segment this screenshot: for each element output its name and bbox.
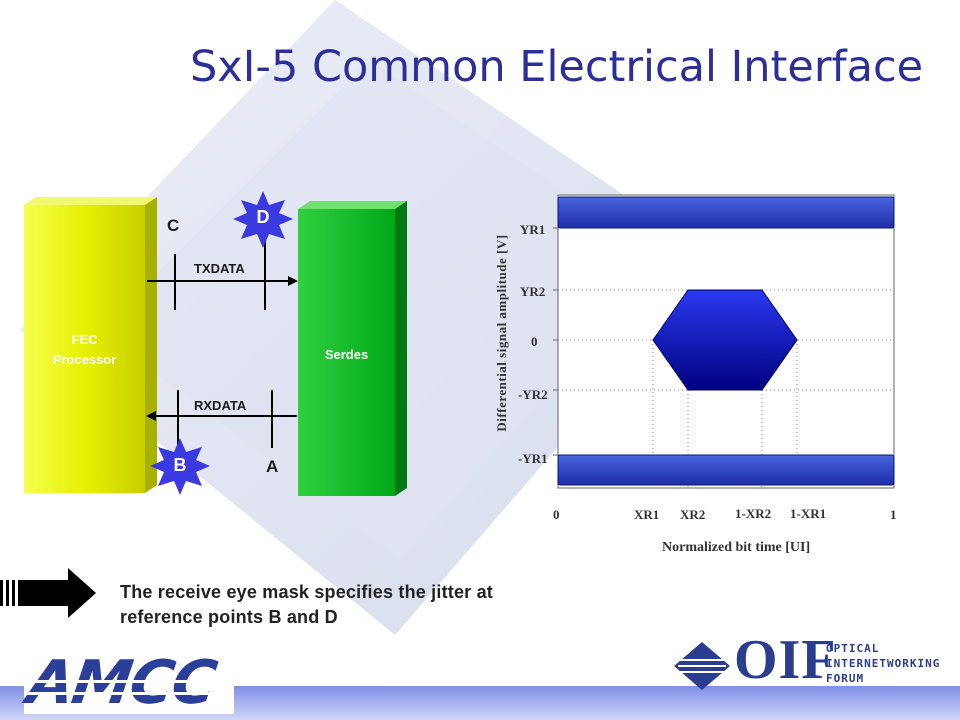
ref-c-label: C <box>167 216 180 235</box>
oif-logo-text: OIF <box>734 629 837 691</box>
eye-ytick-yr1: YR1 <box>520 222 546 237</box>
fec-label-line1: FEC <box>71 332 98 347</box>
right-arrow-icon <box>0 568 96 618</box>
eye-hexagon <box>652 289 798 391</box>
eye-xlabel: Normalized bit time [UI] <box>662 540 811 555</box>
eye-xtick-1-xr2: 1-XR2 <box>735 506 772 521</box>
fec-processor-block <box>24 205 145 493</box>
rxdata-label: RXDATA <box>194 398 247 413</box>
ref-d-label: D <box>256 207 270 227</box>
caption-line2: reference points B and D <box>120 607 338 627</box>
oif-line1: OPTICAL <box>826 642 880 655</box>
rxdata-arrowhead <box>146 411 156 421</box>
serdes-block-side <box>395 201 407 496</box>
fec-block-top <box>24 197 157 205</box>
ref-b-star <box>150 438 210 495</box>
eye-ytick-yr2: YR2 <box>520 284 546 299</box>
eye-ytick-zero: 0 <box>531 334 538 349</box>
eye-axis-ticks <box>553 227 558 456</box>
ref-b-label: B <box>173 455 187 475</box>
serdes-label: Serdes <box>324 347 369 362</box>
eye-xtick-1-xr1: 1-XR1 <box>790 506 827 521</box>
txdata-arrowhead <box>288 276 298 286</box>
ref-a-label: A <box>266 457 279 476</box>
amcc-logo-text: AMCC <box>23 648 220 718</box>
amcc-logo: AMCC <box>23 648 234 718</box>
serdes-block <box>298 209 395 496</box>
eye-bottom-bar <box>557 454 895 486</box>
txdata-label: TXDATA <box>194 261 245 276</box>
fec-label-line2: Processor <box>52 352 117 367</box>
caption: The receive eye mask specifies the jitte… <box>120 580 660 630</box>
oif-line2: INTERNETWORKING <box>826 657 941 670</box>
eye-ytick-neg-yr1: -YR1 <box>518 451 548 466</box>
serdes-block-top <box>298 201 407 209</box>
eye-ylabel: Differential signal amplitude [V] <box>494 234 509 432</box>
eye-xtick-0: 0 <box>553 507 560 522</box>
oif-line3: FORUM <box>826 672 865 685</box>
ref-d-star <box>233 191 293 248</box>
eye-top-bar <box>557 196 895 229</box>
eye-xtick-xr2: XR2 <box>680 507 706 522</box>
eye-ytick-neg-yr2: -YR2 <box>518 387 548 402</box>
page-title: SxI-5 Common Electrical Interface <box>190 42 924 92</box>
caption-line1: The receive eye mask specifies the jitte… <box>120 582 493 602</box>
eye-xtick-xr1: XR1 <box>634 507 660 522</box>
eye-xtick-1: 1 <box>890 507 897 522</box>
oif-diamond-icon <box>674 642 730 690</box>
